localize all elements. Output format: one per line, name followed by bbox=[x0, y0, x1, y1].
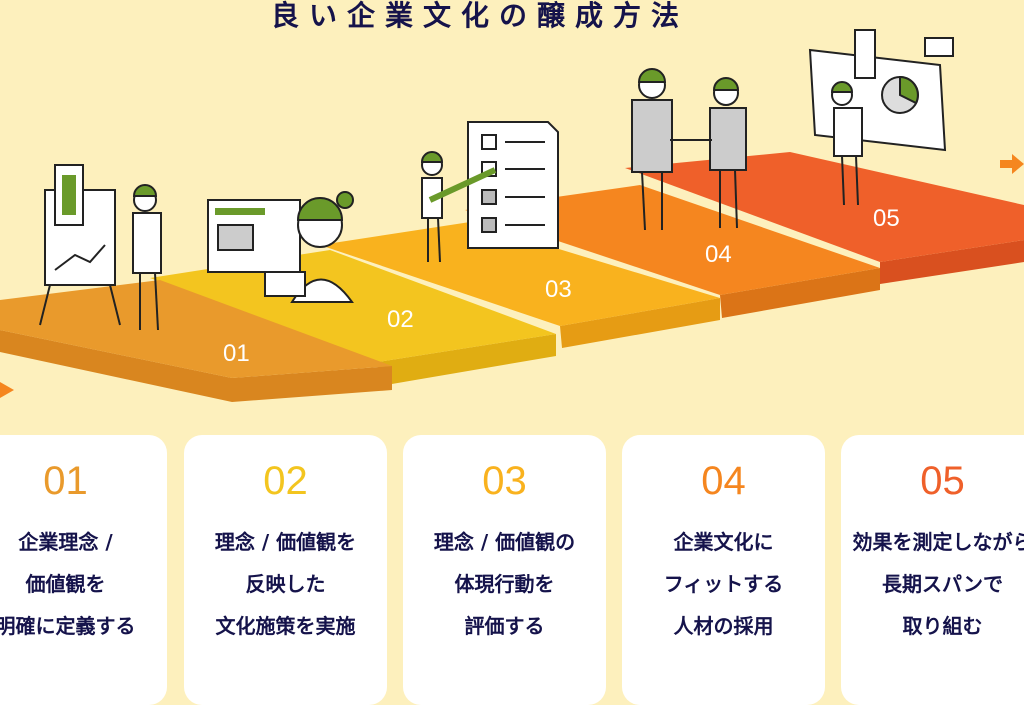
person-with-checklist-icon bbox=[420, 121, 559, 263]
step-label-05: 05 bbox=[873, 205, 900, 232]
step-5-front bbox=[880, 240, 1024, 284]
card-text-line: フィットする bbox=[663, 572, 784, 596]
card-text-line: 反映した bbox=[245, 572, 326, 596]
step-card-04: 04 企業文化に フィットする 人材の採用 bbox=[622, 435, 825, 705]
step-4-top bbox=[465, 185, 880, 295]
card-number: 04 bbox=[701, 459, 746, 503]
card-text-line: 効果を測定しながら bbox=[852, 530, 1024, 554]
card-text-line: 企業理念 / bbox=[18, 530, 113, 554]
step-card-03: 03 理念 / 価値観の 体現行動を 評価する bbox=[403, 435, 606, 705]
arrow-right-icon bbox=[1000, 154, 1024, 174]
card-text-line: 文化施策を実施 bbox=[215, 614, 356, 638]
step-2-front bbox=[378, 334, 556, 386]
step-label-03: 03 bbox=[545, 276, 572, 303]
card-number: 01 bbox=[43, 459, 88, 503]
step-3-top bbox=[320, 222, 720, 326]
step-1-front bbox=[0, 330, 392, 402]
card-number: 02 bbox=[263, 459, 308, 503]
page-title: 良い企業文化の醸成方法 bbox=[270, 0, 689, 32]
card-text-line: 長期スパンで bbox=[882, 572, 1003, 596]
card-number: 05 bbox=[920, 459, 965, 503]
step-label-01: 01 bbox=[223, 340, 250, 367]
handshake-icon bbox=[631, 68, 747, 231]
step-1-top bbox=[0, 280, 392, 378]
person-analyzing-dashboard-icon bbox=[808, 29, 954, 206]
card-text-line: 理念 / 価値観の bbox=[433, 530, 576, 554]
step-card-01: 01 企業理念 / 価値観を 明確に定義する bbox=[0, 435, 167, 705]
step-4-front bbox=[720, 268, 880, 318]
arrow-left-icon bbox=[0, 382, 14, 398]
person-with-screen-icon bbox=[207, 191, 354, 303]
card-text-line: 人材の採用 bbox=[673, 614, 774, 638]
card-text-line: 価値観を bbox=[25, 572, 106, 596]
card-text-line: 取り組む bbox=[902, 614, 983, 638]
step-label-04: 04 bbox=[705, 241, 732, 268]
step-5-top bbox=[625, 152, 1024, 262]
card-text-line: 体現行動を bbox=[454, 572, 555, 596]
card-number: 03 bbox=[482, 459, 527, 503]
step-card-05: 05 効果を測定しながら 長期スパンで 取り組む bbox=[841, 435, 1024, 705]
step-2-top bbox=[150, 250, 556, 362]
card-text-line: 明確に定義する bbox=[0, 614, 136, 638]
step-card-02: 02 理念 / 価値観を 反映した 文化施策を実施 bbox=[184, 435, 387, 705]
presenter-with-chart-board-icon bbox=[39, 164, 162, 331]
step-label-02: 02 bbox=[387, 306, 414, 333]
card-text-line: 企業文化に bbox=[673, 530, 774, 554]
step-3-front bbox=[560, 298, 720, 348]
staircase-scene bbox=[0, 29, 1024, 402]
card-text-line: 理念 / 価値観を bbox=[214, 530, 357, 554]
card-text-line: 評価する bbox=[464, 614, 545, 638]
